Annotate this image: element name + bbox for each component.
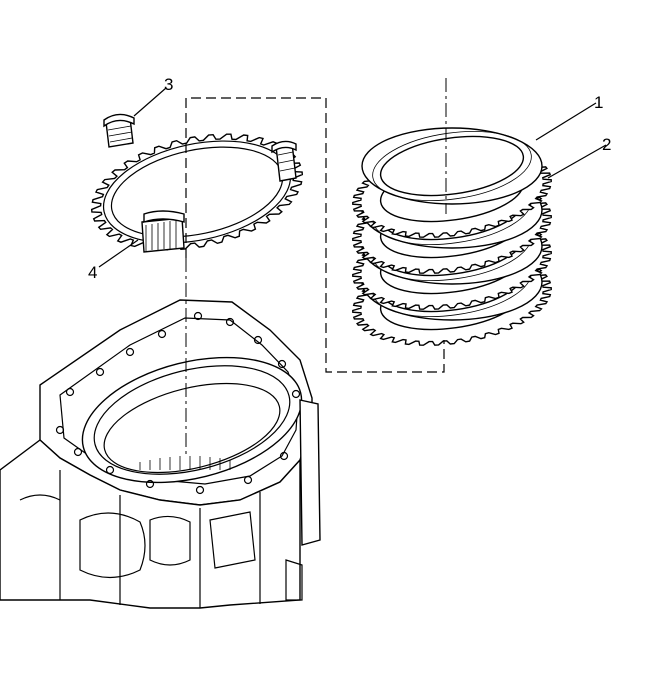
transmission-case bbox=[0, 299, 321, 609]
bolt-hole bbox=[195, 485, 205, 495]
bolt-hole bbox=[193, 311, 203, 321]
assembly-guide-lines bbox=[185, 97, 445, 455]
clutch-plate-stack bbox=[352, 127, 552, 346]
bolt-hole bbox=[73, 447, 83, 457]
bolt-hole bbox=[95, 367, 105, 377]
spring-pack-bottom bbox=[141, 210, 185, 253]
bolt-hole bbox=[243, 475, 253, 485]
callout-4: 4 bbox=[88, 263, 97, 282]
bolt-hole bbox=[145, 479, 155, 489]
callout-3: 3 bbox=[164, 75, 173, 94]
friction-plate bbox=[361, 127, 543, 205]
leader-lines bbox=[98, 87, 607, 268]
bolt-hole bbox=[125, 347, 135, 357]
bolt-hole bbox=[225, 317, 235, 327]
bolt-hole bbox=[55, 425, 65, 435]
bolt-hole bbox=[253, 335, 263, 345]
bolt-hole bbox=[291, 389, 301, 399]
bolt-hole bbox=[279, 451, 289, 461]
callout-2: 2 bbox=[602, 135, 611, 154]
spring-ring-assembly bbox=[90, 113, 304, 253]
spring-ring-teeth bbox=[90, 133, 304, 251]
bolt-hole bbox=[65, 387, 75, 397]
spring-pack-right bbox=[271, 140, 297, 182]
bolt-hole bbox=[105, 465, 115, 475]
bolt-hole bbox=[157, 329, 167, 339]
bolt-hole bbox=[277, 359, 287, 369]
callout-1: 1 bbox=[594, 93, 603, 112]
spring-pack-top bbox=[103, 113, 135, 148]
flange-bolt-holes bbox=[55, 311, 301, 495]
